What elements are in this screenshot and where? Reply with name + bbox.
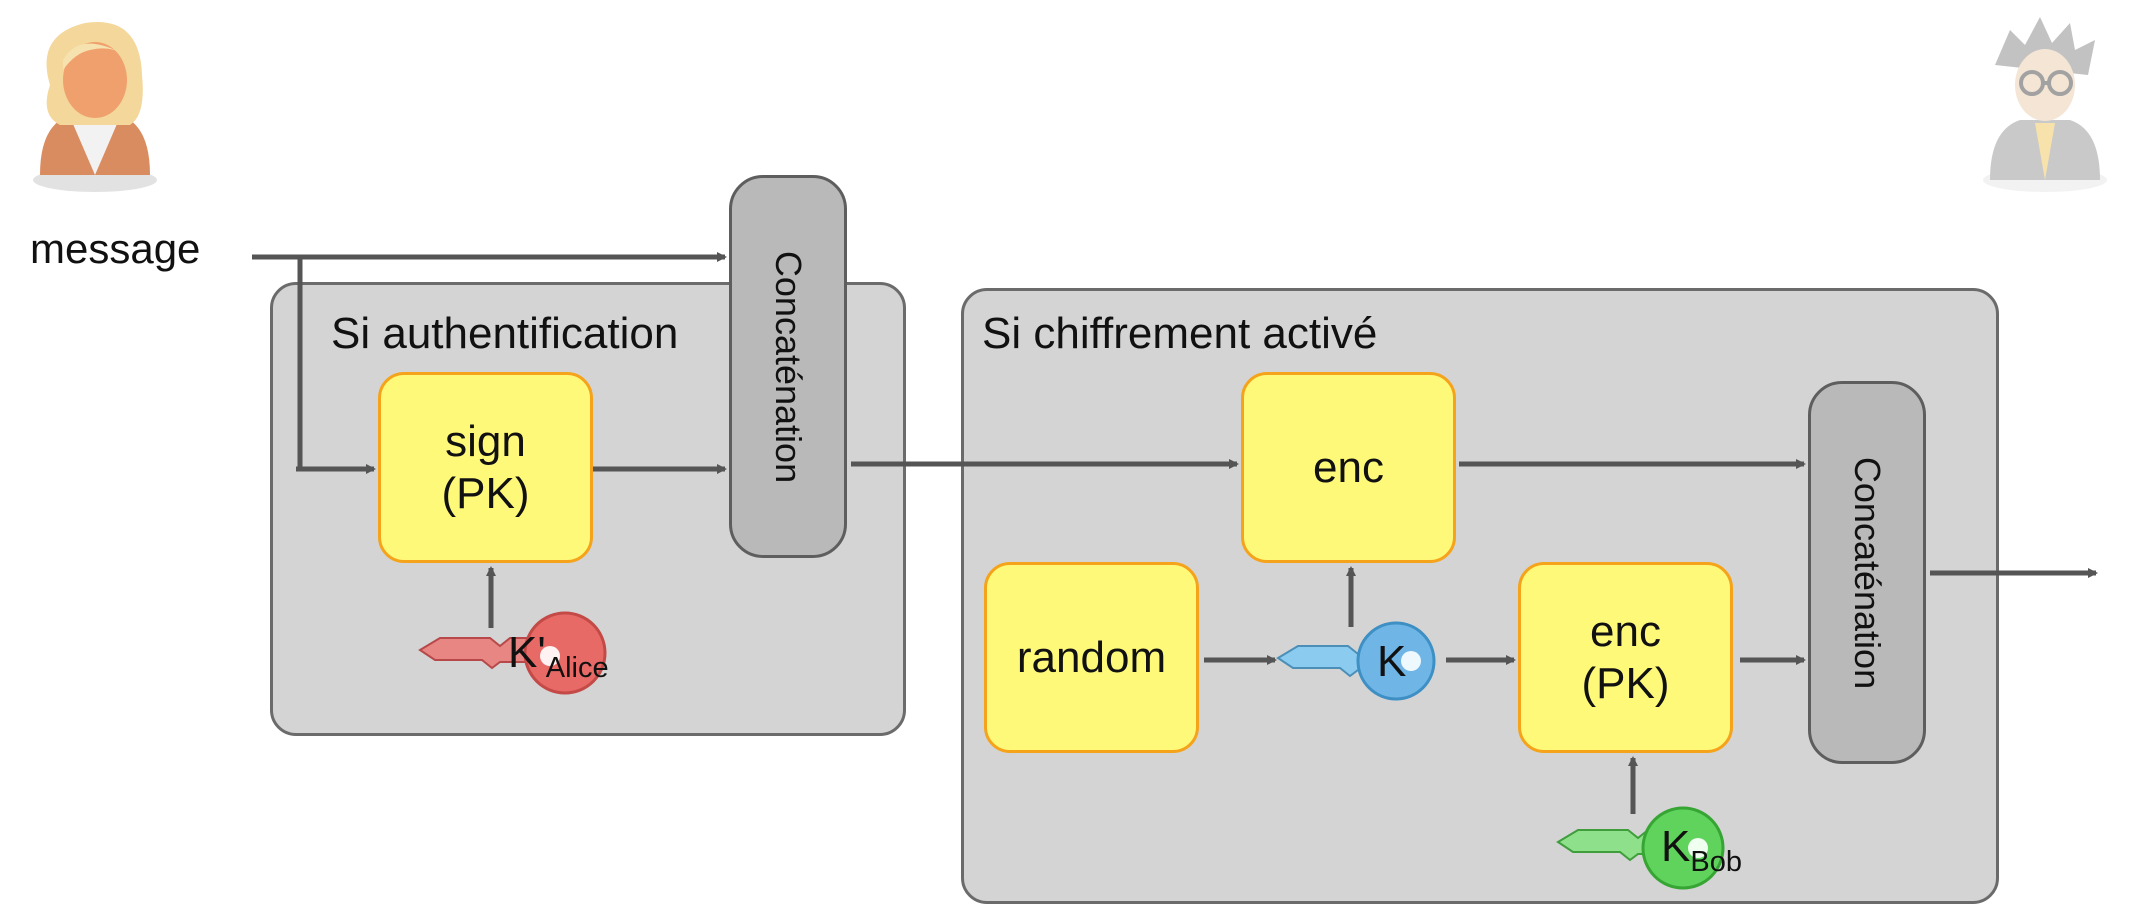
alice-key-sub: Alice xyxy=(545,652,609,684)
bob-key-sub: Bob xyxy=(1690,846,1742,878)
concatenation-label-2: Concaténation xyxy=(1847,456,1888,689)
auth-group-title: Si authentification xyxy=(331,309,679,358)
random-box: random xyxy=(984,562,1199,753)
concatenation-label-1: Concaténation xyxy=(768,250,809,483)
concatenation-box-1: Concaténation xyxy=(729,175,847,558)
alice-key-main: K' xyxy=(508,628,546,677)
message-label: message xyxy=(30,225,201,272)
bob-key-main: K xyxy=(1661,822,1691,871)
enc-box: enc xyxy=(1241,372,1456,563)
enc-group-title: Si chiffrement activé xyxy=(982,309,1378,358)
enc-pk-box-line2: (PK) xyxy=(1581,658,1670,708)
sign-box-line1: sign xyxy=(445,416,526,466)
alice-key-label: K'Alice xyxy=(508,628,609,685)
session-key-label: K xyxy=(1377,637,1406,687)
bob-key-label: KBob xyxy=(1661,822,1742,879)
enc-pk-box: enc (PK) xyxy=(1518,562,1733,753)
enc-pk-box-line1: enc xyxy=(1590,606,1661,656)
concatenation-box-2: Concaténation xyxy=(1808,381,1926,764)
random-box-label: random xyxy=(1016,632,1167,682)
session-key-main: K xyxy=(1377,637,1407,686)
sign-box: sign (PK) xyxy=(378,372,593,563)
sign-box-line2: (PK) xyxy=(441,468,530,518)
enc-box-label: enc xyxy=(1313,442,1384,492)
